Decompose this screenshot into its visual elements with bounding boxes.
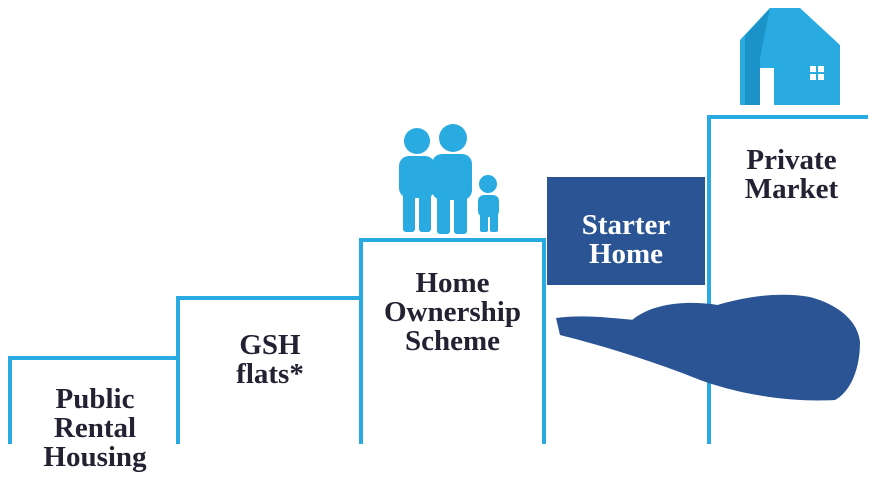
- label-line: Home: [415, 267, 490, 299]
- hand-icon: [556, 294, 860, 401]
- step-line-2: [176, 296, 363, 444]
- label-line: Rental: [53, 412, 137, 444]
- label-line: Market: [744, 173, 839, 205]
- label-line: Ownership: [384, 296, 521, 328]
- label-line: Private: [746, 144, 837, 176]
- house-icon: [740, 8, 840, 105]
- label-line: Public: [55, 383, 135, 415]
- label-line: GSH: [239, 329, 301, 361]
- label-line: Housing: [43, 441, 147, 473]
- label-line: Starter: [581, 209, 671, 241]
- label-line: Scheme: [404, 325, 501, 357]
- starter-home-box: [547, 177, 705, 285]
- public-rental-housing-label: Public Rental Housing: [15, 385, 175, 472]
- home-ownership-scheme-label: Home Ownership Scheme: [365, 269, 540, 356]
- label-line: Home: [588, 238, 664, 270]
- starter-home-label: Starter Home: [547, 211, 705, 269]
- step-line-1: [8, 356, 180, 444]
- family-icon: [399, 124, 499, 234]
- step-line-3: [359, 238, 546, 444]
- label-line: flats*: [236, 358, 304, 390]
- private-market-label: Private Market: [714, 146, 869, 204]
- gsh-flats-label: GSH flats*: [185, 331, 355, 389]
